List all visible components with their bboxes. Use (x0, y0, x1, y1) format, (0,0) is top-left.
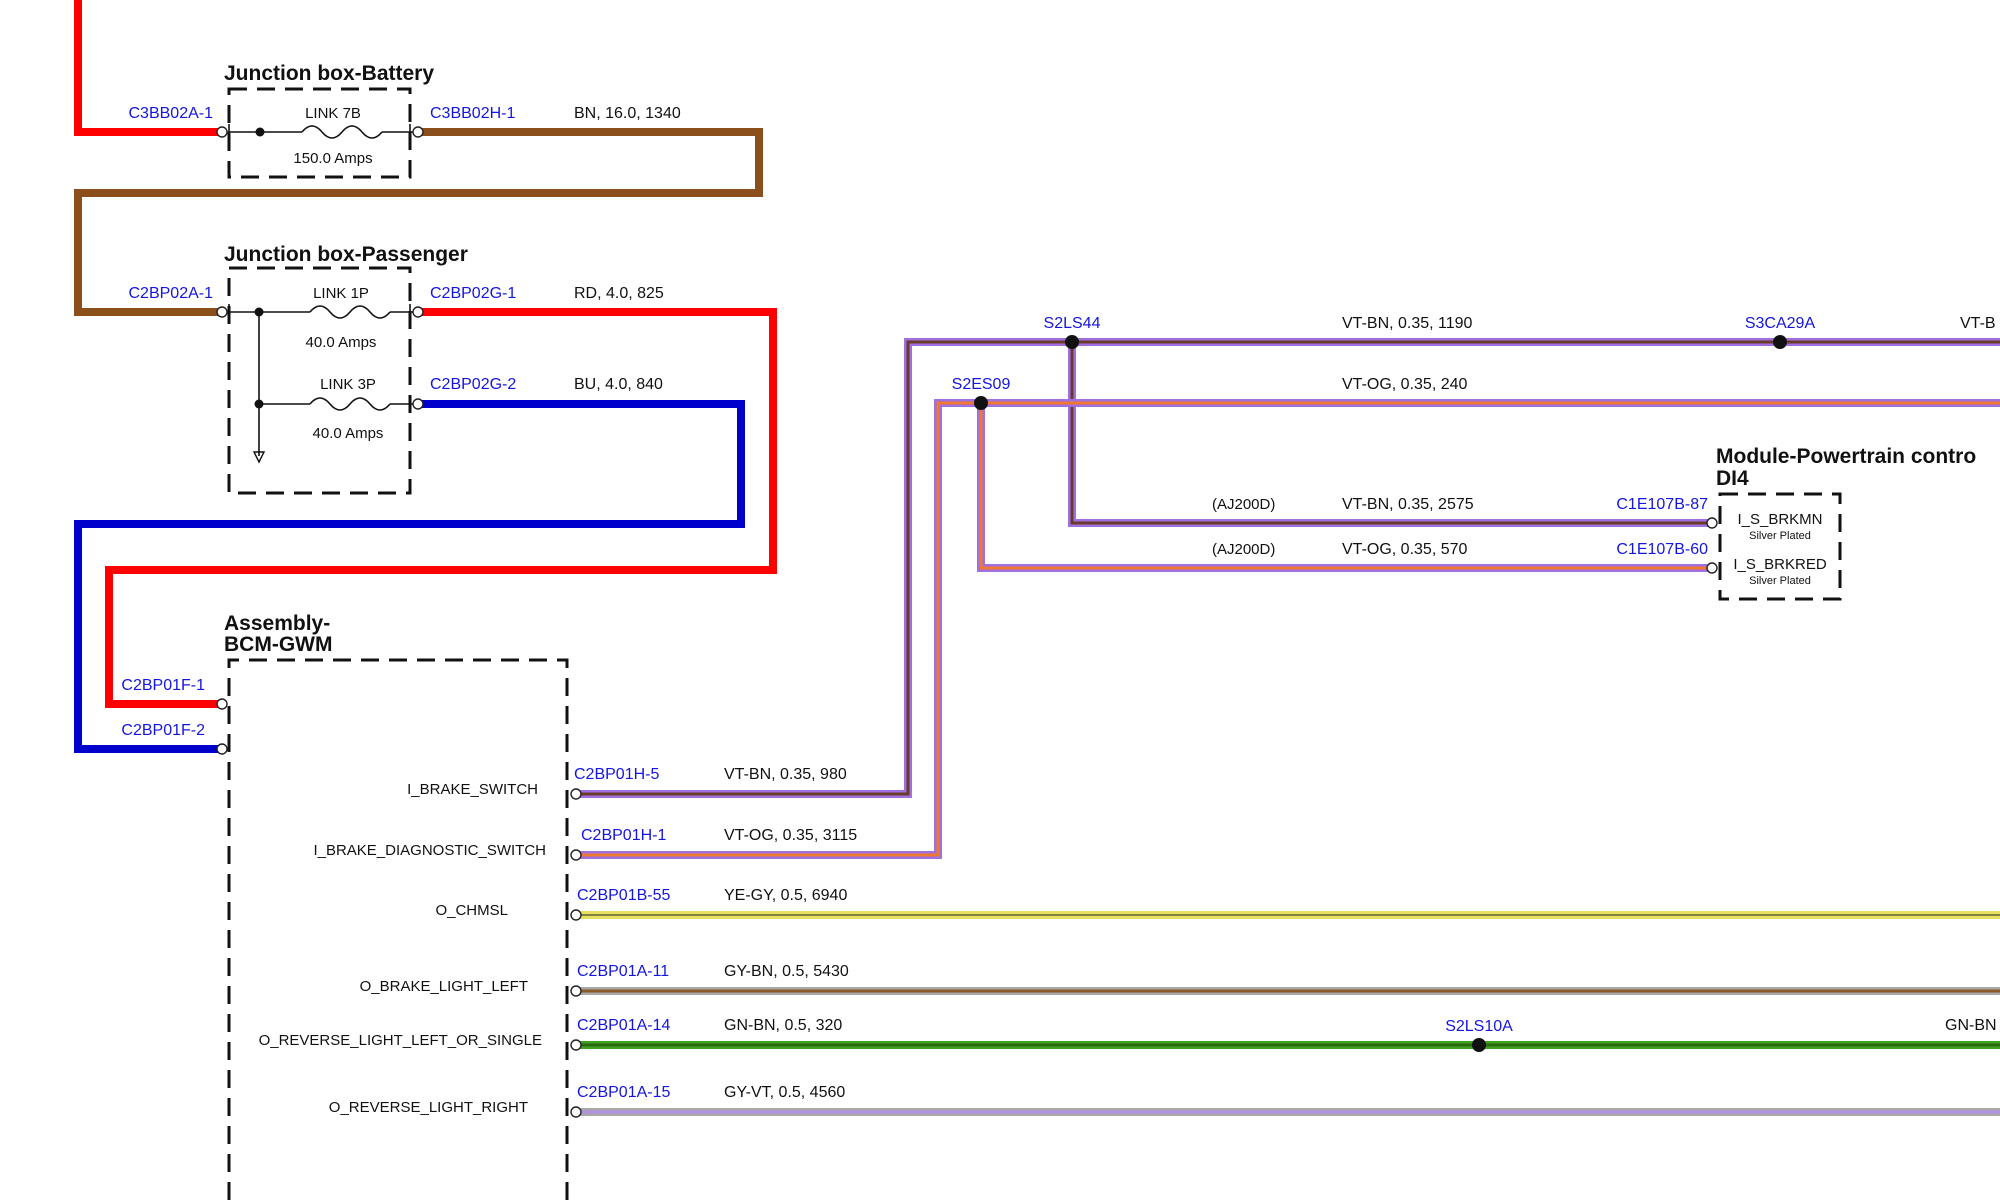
wire-brown-bn-16[interactable] (74, 128, 763, 316)
conn-c1e107b-60[interactable]: C1E107B-60 (1616, 541, 1708, 558)
pcm-pin-i-s-brkred: I_S_BRKRED (1733, 556, 1827, 573)
splice-label-s3ca29a: S3CA29A (1745, 315, 1816, 332)
splice-label-s2ls10a: S2LS10A (1445, 1018, 1513, 1035)
wire-red-rd-4[interactable] (105, 308, 777, 708)
conn-c2bp01h-1[interactable]: C2BP01H-1 (581, 827, 666, 844)
pin-label-o-brake-light-left: O_BRAKE_LIGHT_LEFT (360, 978, 528, 995)
wire-label-gy-bn: GY-BN, 0.5, 5430 (724, 963, 849, 980)
conn-c2bp01f-1[interactable]: C2BP01F-1 (121, 677, 205, 694)
wire-label-gy-vt: GY-VT, 0.5, 4560 (724, 1084, 845, 1101)
terminal-c2bp02a-1[interactable] (216, 306, 228, 318)
terminal-c2bp01h-5[interactable] (570, 788, 582, 800)
terminal-c2bp01a-15[interactable] (570, 1106, 582, 1118)
splice-s2ls44[interactable]: S2LS44 (1044, 315, 1101, 349)
pcm-title-line1: Module-Powertrain contro (1716, 445, 1976, 468)
terminal-c2bp02g-1[interactable] (412, 306, 424, 318)
wire-label-gn-bn: GN-BN, 0.5, 320 (724, 1017, 842, 1034)
link-3p-rating: 40.0 Amps (313, 425, 384, 442)
junction-passenger-title: Junction box-Passenger (224, 243, 468, 266)
pcm-pin-i-s-brkmn-sub: Silver Plated (1749, 530, 1811, 542)
module-powertrain-control: Module-Powertrain contro DI4 C1E107B-87 … (1616, 445, 1976, 601)
wire-label-gn-bn-cut: GN-BN (1945, 1017, 1997, 1034)
terminal-c2bp01f-2[interactable] (216, 743, 228, 755)
pin-label-o-reverse-light-left: O_REVERSE_LIGHT_LEFT_OR_SINGLE (259, 1032, 542, 1049)
link-3p-label: LINK 3P (320, 376, 376, 393)
splice-label-s2ls44: S2LS44 (1044, 315, 1101, 332)
link-1p-rating: 40.0 Amps (306, 334, 377, 351)
wire-red-battery-feed[interactable] (74, 0, 222, 136)
terminal-c2bp01b-55[interactable] (570, 909, 582, 921)
wire-label-vt-b-cut: VT-B (1960, 315, 1996, 332)
pcm-pin-i-s-brkred-sub: Silver Plated (1749, 575, 1811, 587)
terminal-c2bp01f-1[interactable] (216, 698, 228, 710)
wire-label-bu: BU, 4.0, 840 (574, 376, 663, 393)
conn-c3bb02h-1[interactable]: C3BB02H-1 (430, 105, 515, 122)
conn-c2bp02g-2[interactable]: C2BP02G-2 (430, 376, 516, 393)
conn-c2bp02a-1[interactable]: C2BP02A-1 (129, 285, 214, 302)
wire-label-vt-bn-1190: VT-BN, 0.35, 1190 (1342, 315, 1473, 332)
terminal-c2bp01h-1[interactable] (570, 849, 582, 861)
junction-box-passenger: Junction box-Passenger LINK 1P 40.0 Amps… (129, 243, 664, 495)
conn-c2bp02g-1[interactable]: C2BP02G-1 (430, 285, 516, 302)
conn-c3bb02a-1[interactable]: C3BB02A-1 (129, 105, 214, 122)
junction-battery-title: Junction box-Battery (224, 62, 434, 85)
wire-label-rd: RD, 4.0, 825 (574, 285, 664, 302)
wire-label-vt-bn-2575: VT-BN, 0.35, 2575 (1342, 496, 1474, 513)
option-aj200d-1: (AJ200D) (1212, 496, 1275, 513)
terminal-c3bb02a-1[interactable] (216, 126, 228, 138)
link-1p-label: LINK 1P (313, 285, 369, 302)
splice-s2es09[interactable]: S2ES09 (952, 376, 1011, 410)
pin-label-o-reverse-light-right: O_REVERSE_LIGHT_RIGHT (329, 1099, 528, 1116)
wire-label-bn: BN, 16.0, 1340 (574, 105, 681, 122)
wire-label-ye-gy: YE-GY, 0.5, 6940 (724, 887, 847, 904)
junction-box-battery: Junction box-Battery LINK 7B 150.0 Amps … (129, 62, 681, 179)
splice-label-s2es09: S2ES09 (952, 376, 1011, 393)
conn-c2bp01a-15[interactable]: C2BP01A-15 (577, 1084, 670, 1101)
link-7b-label: LINK 7B (305, 105, 361, 122)
wire-label-vt-og-570: VT-OG, 0.35, 570 (1342, 541, 1468, 558)
terminal-c3bb02h-1[interactable] (412, 126, 424, 138)
conn-c2bp01h-5[interactable]: C2BP01H-5 (574, 766, 659, 783)
bcm-title-line1: Assembly- (224, 612, 330, 635)
pcm-pin-i-s-brkmn: I_S_BRKMN (1737, 511, 1822, 528)
pin-label-i-brake-diagnostic-switch: I_BRAKE_DIAGNOSTIC_SWITCH (313, 842, 546, 859)
wire-vt-og-network[interactable] (580, 399, 2000, 859)
pin-label-o-chmsl: O_CHMSL (435, 902, 508, 919)
pin-label-i-brake-switch: I_BRAKE_SWITCH (407, 781, 538, 798)
conn-c2bp01b-55[interactable]: C2BP01B-55 (577, 887, 670, 904)
terminal-c2bp01a-11[interactable] (570, 985, 582, 997)
conn-c2bp01a-11[interactable]: C2BP01A-11 (577, 963, 669, 980)
splice-s3ca29a[interactable]: S3CA29A (1745, 315, 1816, 349)
terminal-c2bp02g-2[interactable] (412, 398, 424, 410)
terminal-c1e107b-60[interactable] (1706, 562, 1718, 574)
conn-c2bp01a-14[interactable]: C2BP01A-14 (577, 1017, 670, 1034)
conn-c2bp01f-2[interactable]: C2BP01F-2 (121, 722, 205, 739)
link-7b-rating: 150.0 Amps (293, 150, 372, 167)
pcm-title-line2: DI4 (1716, 467, 1749, 490)
splice-s2ls10a[interactable]: S2LS10A (1445, 1018, 1513, 1052)
terminal-c2bp01a-14[interactable] (570, 1039, 582, 1051)
option-aj200d-2: (AJ200D) (1212, 541, 1275, 558)
bcm-title-line2: BCM-GWM (224, 633, 332, 656)
wire-label-vt-og-3115: VT-OG, 0.35, 3115 (724, 827, 857, 844)
wire-label-vt-bn-980: VT-BN, 0.35, 980 (724, 766, 847, 783)
wire-label-vt-og-240: VT-OG, 0.35, 240 (1342, 376, 1468, 393)
assembly-bcm-gwm: Assembly- BCM-GWM C2BP01F-1 C2BP01F-2 I_… (121, 612, 857, 1200)
terminal-c1e107b-87[interactable] (1706, 517, 1718, 529)
conn-c1e107b-87[interactable]: C1E107B-87 (1616, 496, 1708, 513)
wire-blue-bu-4[interactable] (74, 400, 745, 753)
